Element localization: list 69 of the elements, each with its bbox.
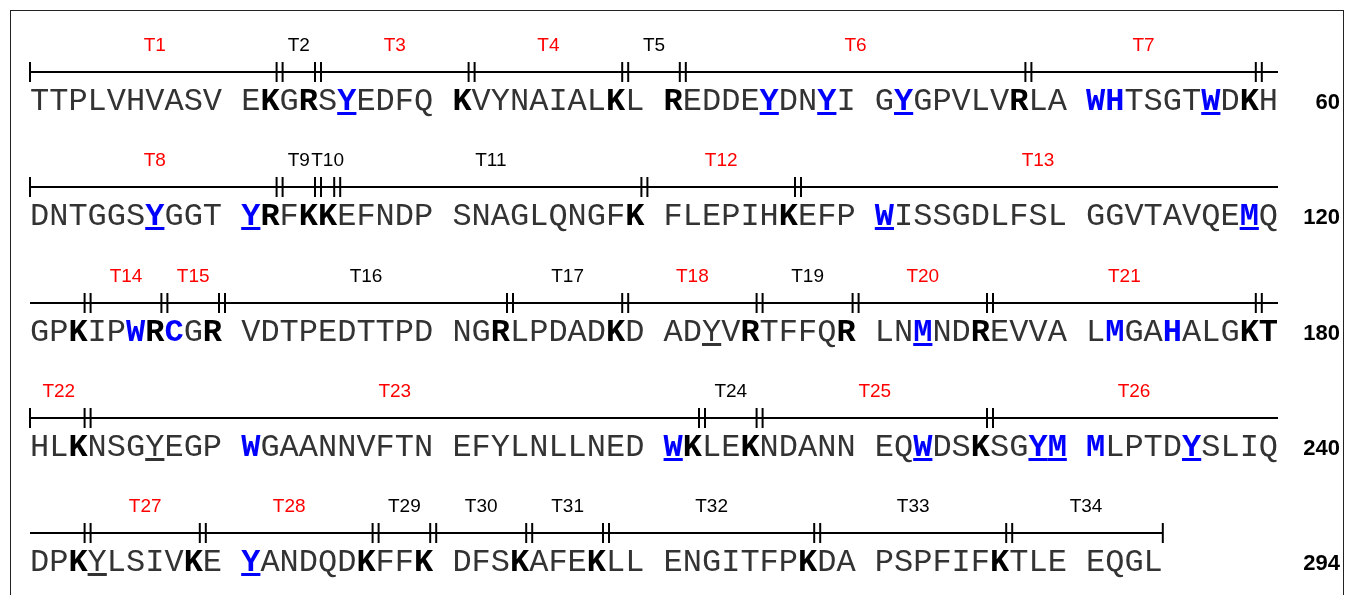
peptide-label: T29 [388,495,421,518]
residue-number: 60 [1315,89,1340,115]
peptide-label: T21 [1108,264,1141,287]
sequence-text: EQWDSKSGYM [874,430,1067,465]
sequence-text: EQGL [1086,546,1163,581]
sequence-text: EKGRSYEDFQ [241,85,434,119]
peptide-label: T14 [109,264,143,287]
peptide-label: T23 [378,379,412,402]
sequence-text: WHTSGTWDKH [1086,85,1279,119]
sequence-text: TTPLVHVASV [30,85,223,119]
peptide-label: T28 [272,495,306,518]
sequence-text: LMGAHALGKT [1086,315,1279,350]
residue-number: 180 [1303,319,1340,346]
peptide-label: T9 [287,149,310,172]
sequence-text: PSPFIFKTLE [874,546,1067,581]
peptide-label: T26 [1117,379,1151,402]
sequence-text: REDDEYDNYI [663,85,856,119]
peptide-label: T34 [1069,495,1103,518]
peptide-label: T27 [128,495,162,518]
sequence-text: WGAANNVFTN [241,430,434,465]
peptide-label: T17 [551,264,584,287]
peptide-label: T1 [143,34,166,56]
peptide-label: T24 [714,379,748,402]
sequence-text: YRFKKEFNDP [241,200,434,235]
peptide-label: T2 [287,34,310,56]
sequence-text: GYGPVLVRLA [874,85,1067,119]
sequence-text: DFSKAFEKLL [452,546,645,581]
sequence-text: YANDQDKFFK [241,546,434,581]
sequence-text: WKLEKNDANN [663,430,856,465]
sequence-text: MLPTDYSLIQ [1086,430,1279,465]
peptide-label: T12 [704,149,738,172]
sequence-text: VDTPEDTTPD [241,315,434,350]
residue-number: 294 [1303,550,1340,577]
peptide-label: T33 [896,495,930,518]
sequence-text: KVYNAIALKL [452,85,645,119]
sequence-text: NGRLPDADKD [452,315,645,350]
sequence-text: SNAGLQNGFK [452,200,645,235]
peptide-label: T20 [906,264,940,287]
peptide-label: T19 [791,264,824,287]
peptide-label: T5 [642,34,666,56]
sequence-text: LNMNDREVVA [874,315,1067,350]
sequence-text: HLKNSGYEGP [30,430,223,465]
peptide-label: T18 [676,264,709,287]
peptide-label: T11 [475,149,507,172]
peptide-label: T32 [695,495,728,518]
sequence-text: GPKIPWRCGR [30,315,223,350]
peptide-label: T6 [844,34,867,56]
sequence-text: DPKYLSIVKE [30,546,223,581]
sequence-text: GGVTAVQEMQ [1086,200,1279,235]
peptide-label: T31 [551,495,584,518]
residue-number: 120 [1303,204,1340,231]
residue-number: 240 [1303,434,1340,461]
sequence-text: ADYVRTFFQR [663,315,856,350]
sequence-text: WISSGDLFSL [874,200,1067,235]
sequence-text: EFYLNLLNED [452,430,645,465]
sequence-text: FLEPIHKEFP [663,200,856,235]
peptide-label: T10 [311,149,344,172]
peptide-label: T7 [1132,34,1155,56]
peptide-label: T4 [537,34,560,56]
peptide-label: T15 [176,264,210,287]
peptide-label: T25 [858,379,892,402]
peptide-label: T3 [383,34,406,56]
peptide-label: T16 [349,264,383,287]
peptide-label: T22 [42,379,76,402]
peptide-label: T8 [143,149,166,172]
sequence-text: DNTGGSYGGT [30,200,223,235]
peptide-label: T13 [1021,149,1055,172]
sequence-text: ENGITFPKDA [663,546,856,581]
peptide-label: T30 [464,495,498,518]
